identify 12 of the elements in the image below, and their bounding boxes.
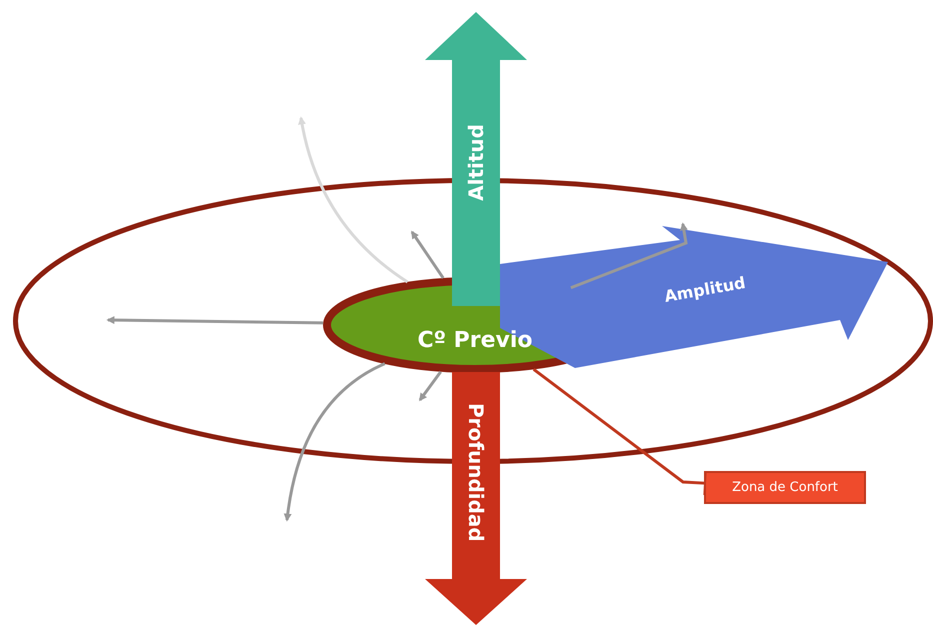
direction-arrow [410,230,444,279]
direction-arrow [418,370,442,402]
direction-arrow [298,116,408,284]
arrow-label: Altitud [466,124,486,200]
direction-arrow [284,362,386,522]
callout-label: Zona de Confort [732,481,838,494]
leader-line [532,368,707,496]
arrow-label: Profundidad [466,402,486,542]
leader-line [570,222,688,290]
direction-arrow [106,316,324,324]
center-label: Cº Previo [417,330,533,352]
arrow-label: Amplitud [663,275,747,305]
